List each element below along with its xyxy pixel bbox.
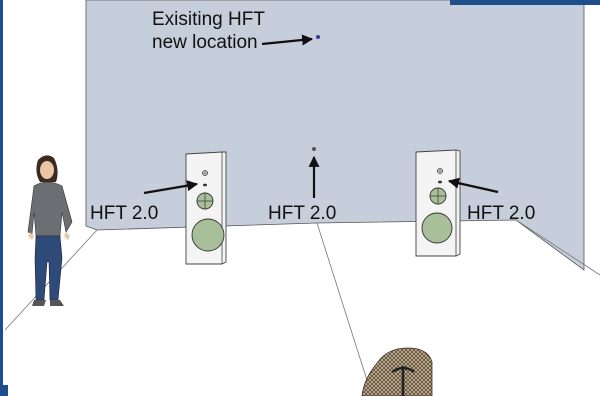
new-location-label: Exisiting HFT new location — [152, 9, 265, 53]
center-sensor-dot — [312, 147, 316, 151]
right-speaker-label: HFT 2.0 — [467, 203, 536, 224]
left-speaker — [185, 151, 227, 265]
left-speaker-label: HFT 2.0 — [90, 203, 159, 224]
floor-line-center — [316, 222, 373, 396]
floor-line-right — [515, 219, 600, 276]
new-location-sensor-dot — [316, 35, 320, 39]
frame-border-left — [0, 0, 3, 396]
left-speaker-arrow — [143, 180, 199, 195]
frame-tab — [450, 0, 600, 5]
new-location-arrow — [261, 34, 314, 46]
person-figure — [27, 155, 73, 306]
frame-border-bottom-left — [0, 385, 8, 396]
right-speaker-arrow — [447, 177, 499, 194]
center-label: HFT 2.0 — [268, 203, 337, 224]
right-speaker — [415, 149, 461, 257]
listening-chair — [361, 347, 433, 396]
